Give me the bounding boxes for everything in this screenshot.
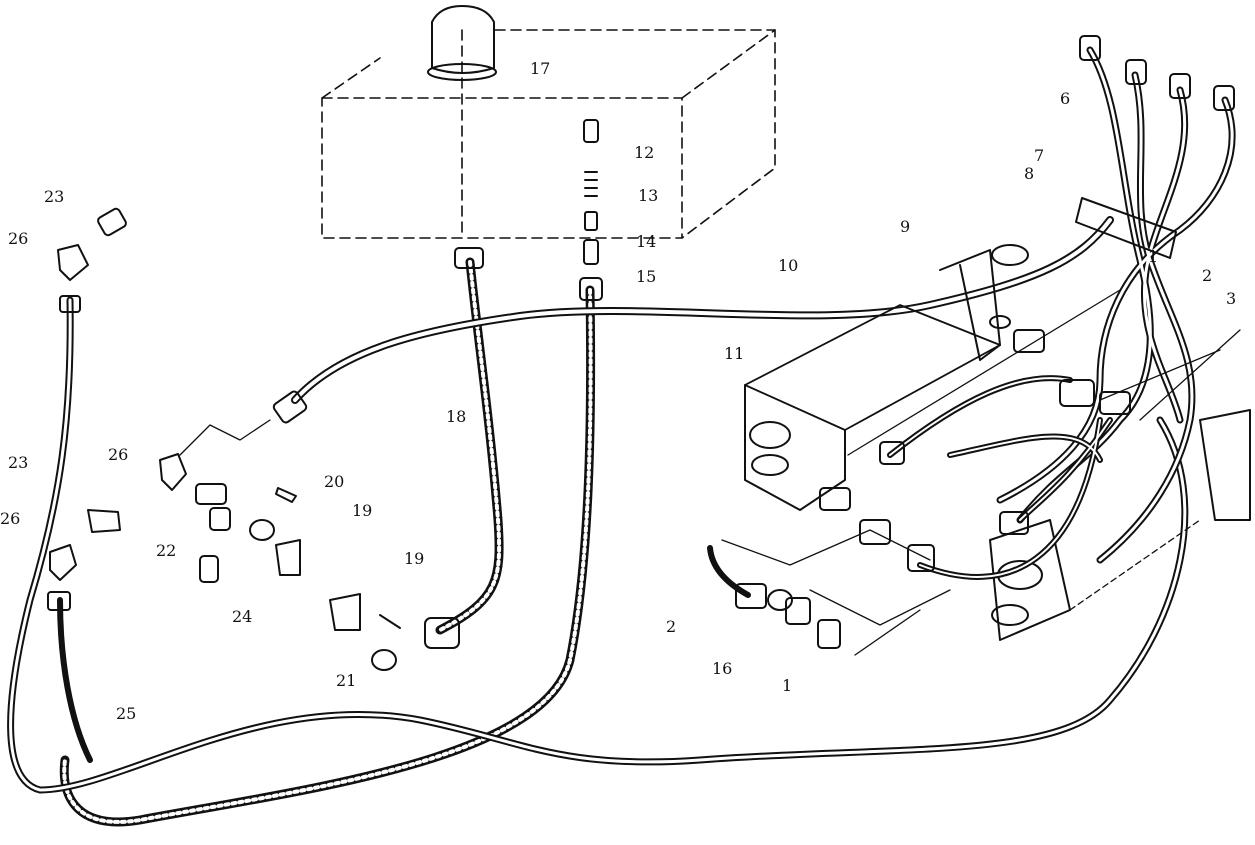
callout-label: 26 [0, 509, 21, 528]
hose-end-fittings [1079, 35, 1235, 111]
callout-label: 25 [116, 704, 137, 723]
hose-10 [272, 216, 1114, 424]
hose-18 [424, 247, 504, 649]
callout-label: 20 [324, 472, 345, 491]
callout-label: 14 [636, 232, 657, 251]
cylinder-hoses [887, 375, 1113, 580]
hose-clamp [1075, 197, 1177, 259]
callout-label: 10 [778, 256, 799, 275]
callout-label: 15 [636, 267, 657, 286]
callout-label: 2 [1202, 266, 1213, 285]
callout-label: 7 [1034, 146, 1045, 165]
callout-label: 16 [712, 659, 733, 678]
lower-fittings [707, 545, 841, 649]
callout-label: 26 [108, 445, 129, 464]
hose-bundle-6-inner [998, 48, 1234, 562]
callout-label: 18 [446, 407, 467, 426]
callout-label: 24 [232, 607, 253, 626]
callout-label: 19 [404, 549, 425, 568]
callout-label: 21 [336, 671, 357, 690]
callout-label: 13 [638, 186, 659, 205]
callout-label: 8 [1024, 164, 1035, 183]
callout-label: 23 [44, 187, 65, 206]
filler-cap [427, 5, 497, 81]
callout-label: 23 [8, 453, 29, 472]
callout-label: 22 [156, 541, 177, 560]
callout-label: 2 [666, 617, 677, 636]
callout-label: 17 [530, 59, 551, 78]
callout-label: 11 [724, 344, 745, 363]
hose-25 [7, 295, 1189, 794]
small-parts [49, 207, 401, 671]
return-hose [59, 277, 603, 827]
callout-label: 26 [8, 229, 29, 248]
steering-cylinder [744, 244, 1029, 511]
callout-label: 3 [1226, 289, 1237, 308]
lower-bracket [989, 409, 1251, 641]
callout-label: 6 [1060, 89, 1071, 108]
callout-label: 12 [634, 143, 655, 162]
guide-lines [179, 289, 1241, 656]
callout-label: 1 [1148, 247, 1159, 266]
cylinder-hoses-inner [889, 377, 1111, 578]
callout-label: 9 [900, 217, 911, 236]
callout-label: 1 [782, 676, 793, 695]
callout-label: 19 [352, 501, 373, 520]
tank-fittings [583, 119, 599, 265]
cylinder-fittings [819, 329, 1131, 572]
